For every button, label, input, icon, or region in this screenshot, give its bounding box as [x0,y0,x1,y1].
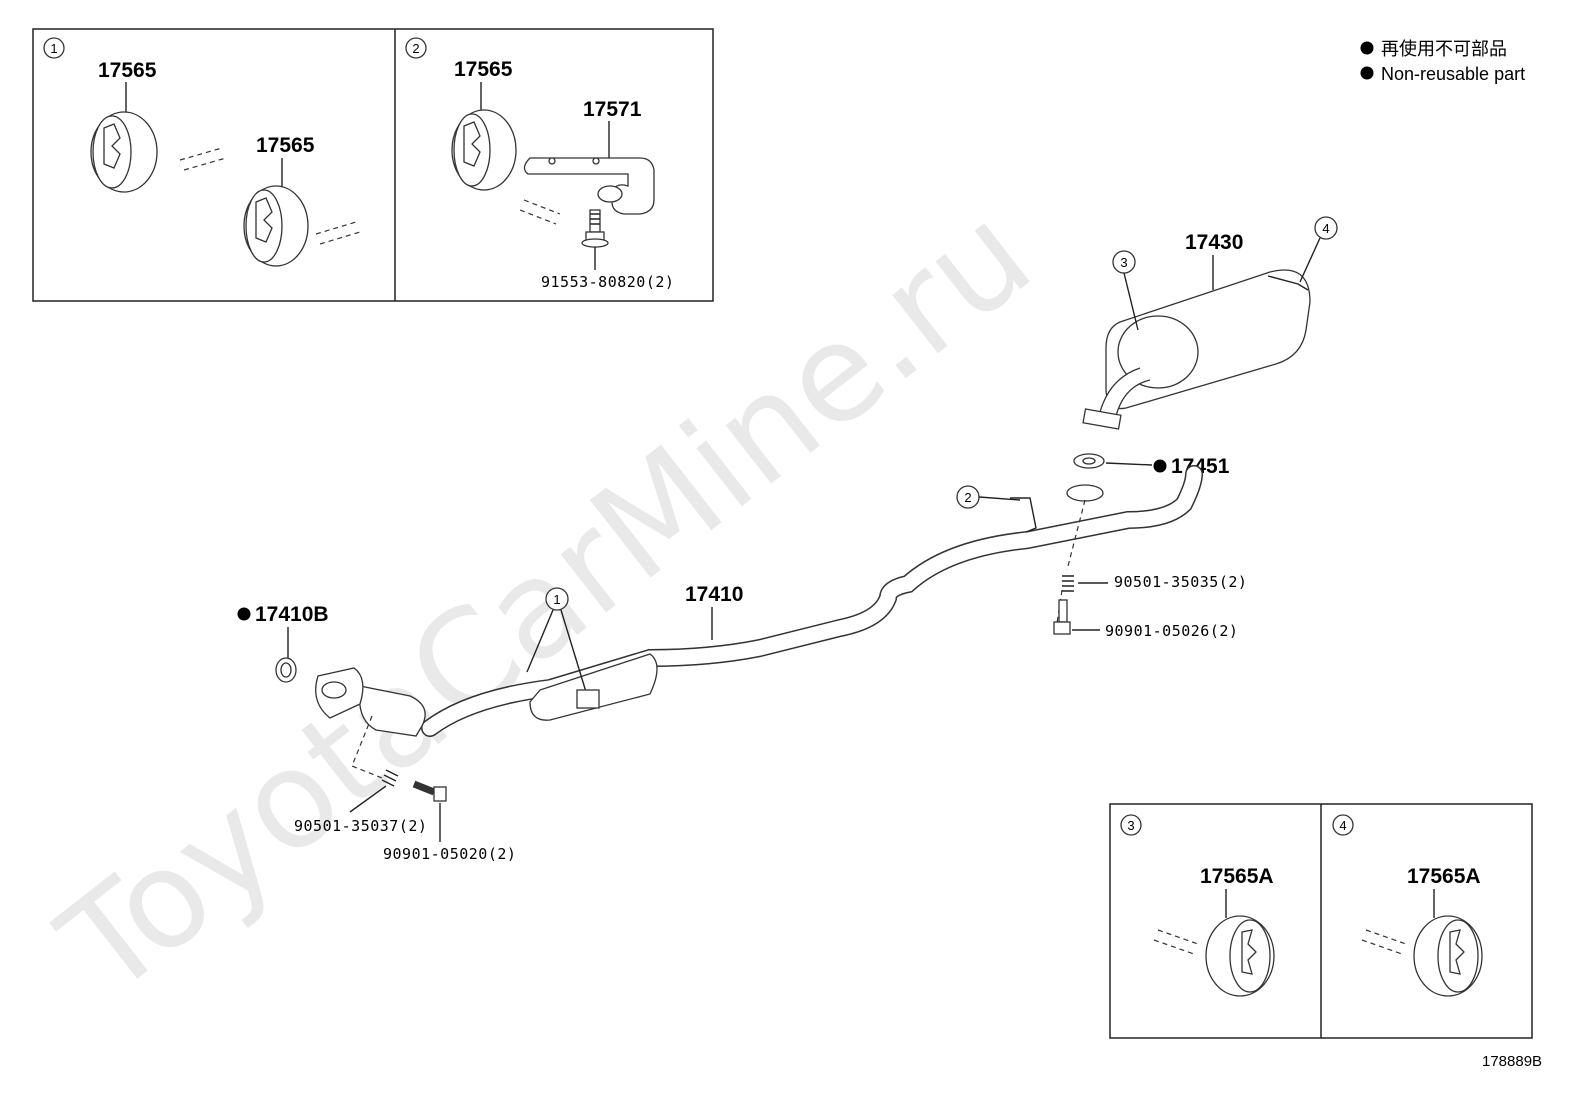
detail-1-part-b-label: 17565 [256,134,315,157]
front-gasket-label: 17410B [255,603,329,626]
detail-2: 2 17565 17571 91553-80820(2) [405,37,674,291]
exhaust-pipe-assembly: 17410 1 2 [315,465,1203,737]
callout-4: 4 [1322,221,1329,236]
detail-4-tag: 4 [1339,818,1346,833]
detail-4-part-label: 17565A [1407,865,1481,888]
spring-icon [1062,575,1074,592]
front-bolt-label: 90901-05020(2) [383,845,516,863]
exhaust-pipe-icon [421,465,1203,737]
legend: 再使用不可部品 Non-reusable part [1360,39,1525,84]
front-gasket: 17410B [237,603,329,683]
rubber-hanger-icon [90,111,158,193]
non-reusable-bullet-icon [1360,41,1374,55]
detail-3-tag: 3 [1127,818,1134,833]
non-reusable-bullet-icon [237,607,251,621]
legend-jp: 再使用不可部品 [1381,39,1507,59]
detail-2-bolt-label: 91553-80820(2) [541,273,674,291]
front-spring-label: 90501-35037(2) [294,817,427,835]
callout-1: 1 [553,592,560,607]
detail-2-tag: 2 [412,41,419,56]
exhaust-pipe-label: 17410 [685,583,743,606]
rubber-hanger-icon [1205,915,1275,997]
rubber-hanger-icon [243,185,309,267]
rubber-hanger-icon [451,109,517,191]
detail-3-part-label: 17565A [1200,865,1274,888]
detail-4: 4 17565A [1332,814,1483,997]
rear-spring-label: 90501-35035(2) [1114,573,1247,591]
detail-2-part-a-label: 17565 [454,58,513,81]
detail-panels-bottom [1109,803,1533,1039]
rear-fasteners: 90501-35035(2) 90901-05026(2) [1053,499,1247,640]
muffler-assembly: 17430 3 4 [1082,216,1338,430]
front-fasteners: 90501-35037(2) 90901-05020(2) [294,715,516,863]
non-reusable-bullet-icon [1360,66,1374,80]
detail-1: 1 17565 17565 [43,37,361,267]
rear-gasket: 17451 [1073,453,1230,478]
detail-3: 3 17565A [1120,814,1275,997]
detail-2-part-b-label: 17571 [583,98,642,121]
bolt-icon [1053,599,1071,635]
muffler-icon [1082,269,1311,430]
rear-bolt-label: 90901-05026(2) [1105,622,1238,640]
legend-en: Non-reusable part [1381,64,1525,84]
detail-panels-top [32,28,714,302]
non-reusable-bullet-icon [1153,459,1167,473]
detail-1-part-a-label: 17565 [98,59,157,82]
bracket-icon [523,157,655,215]
catalytic-converter-icon [315,667,426,737]
detail-1-tag: 1 [50,41,57,56]
figure-id: 178889B [1482,1053,1542,1070]
bolt-icon [412,780,447,802]
bolt-icon [581,209,609,248]
callout-3: 3 [1120,255,1127,270]
rubber-hanger-icon [1413,915,1483,997]
spring-icon [381,769,399,787]
callout-2: 2 [964,490,971,505]
muffler-label: 17430 [1185,231,1243,254]
